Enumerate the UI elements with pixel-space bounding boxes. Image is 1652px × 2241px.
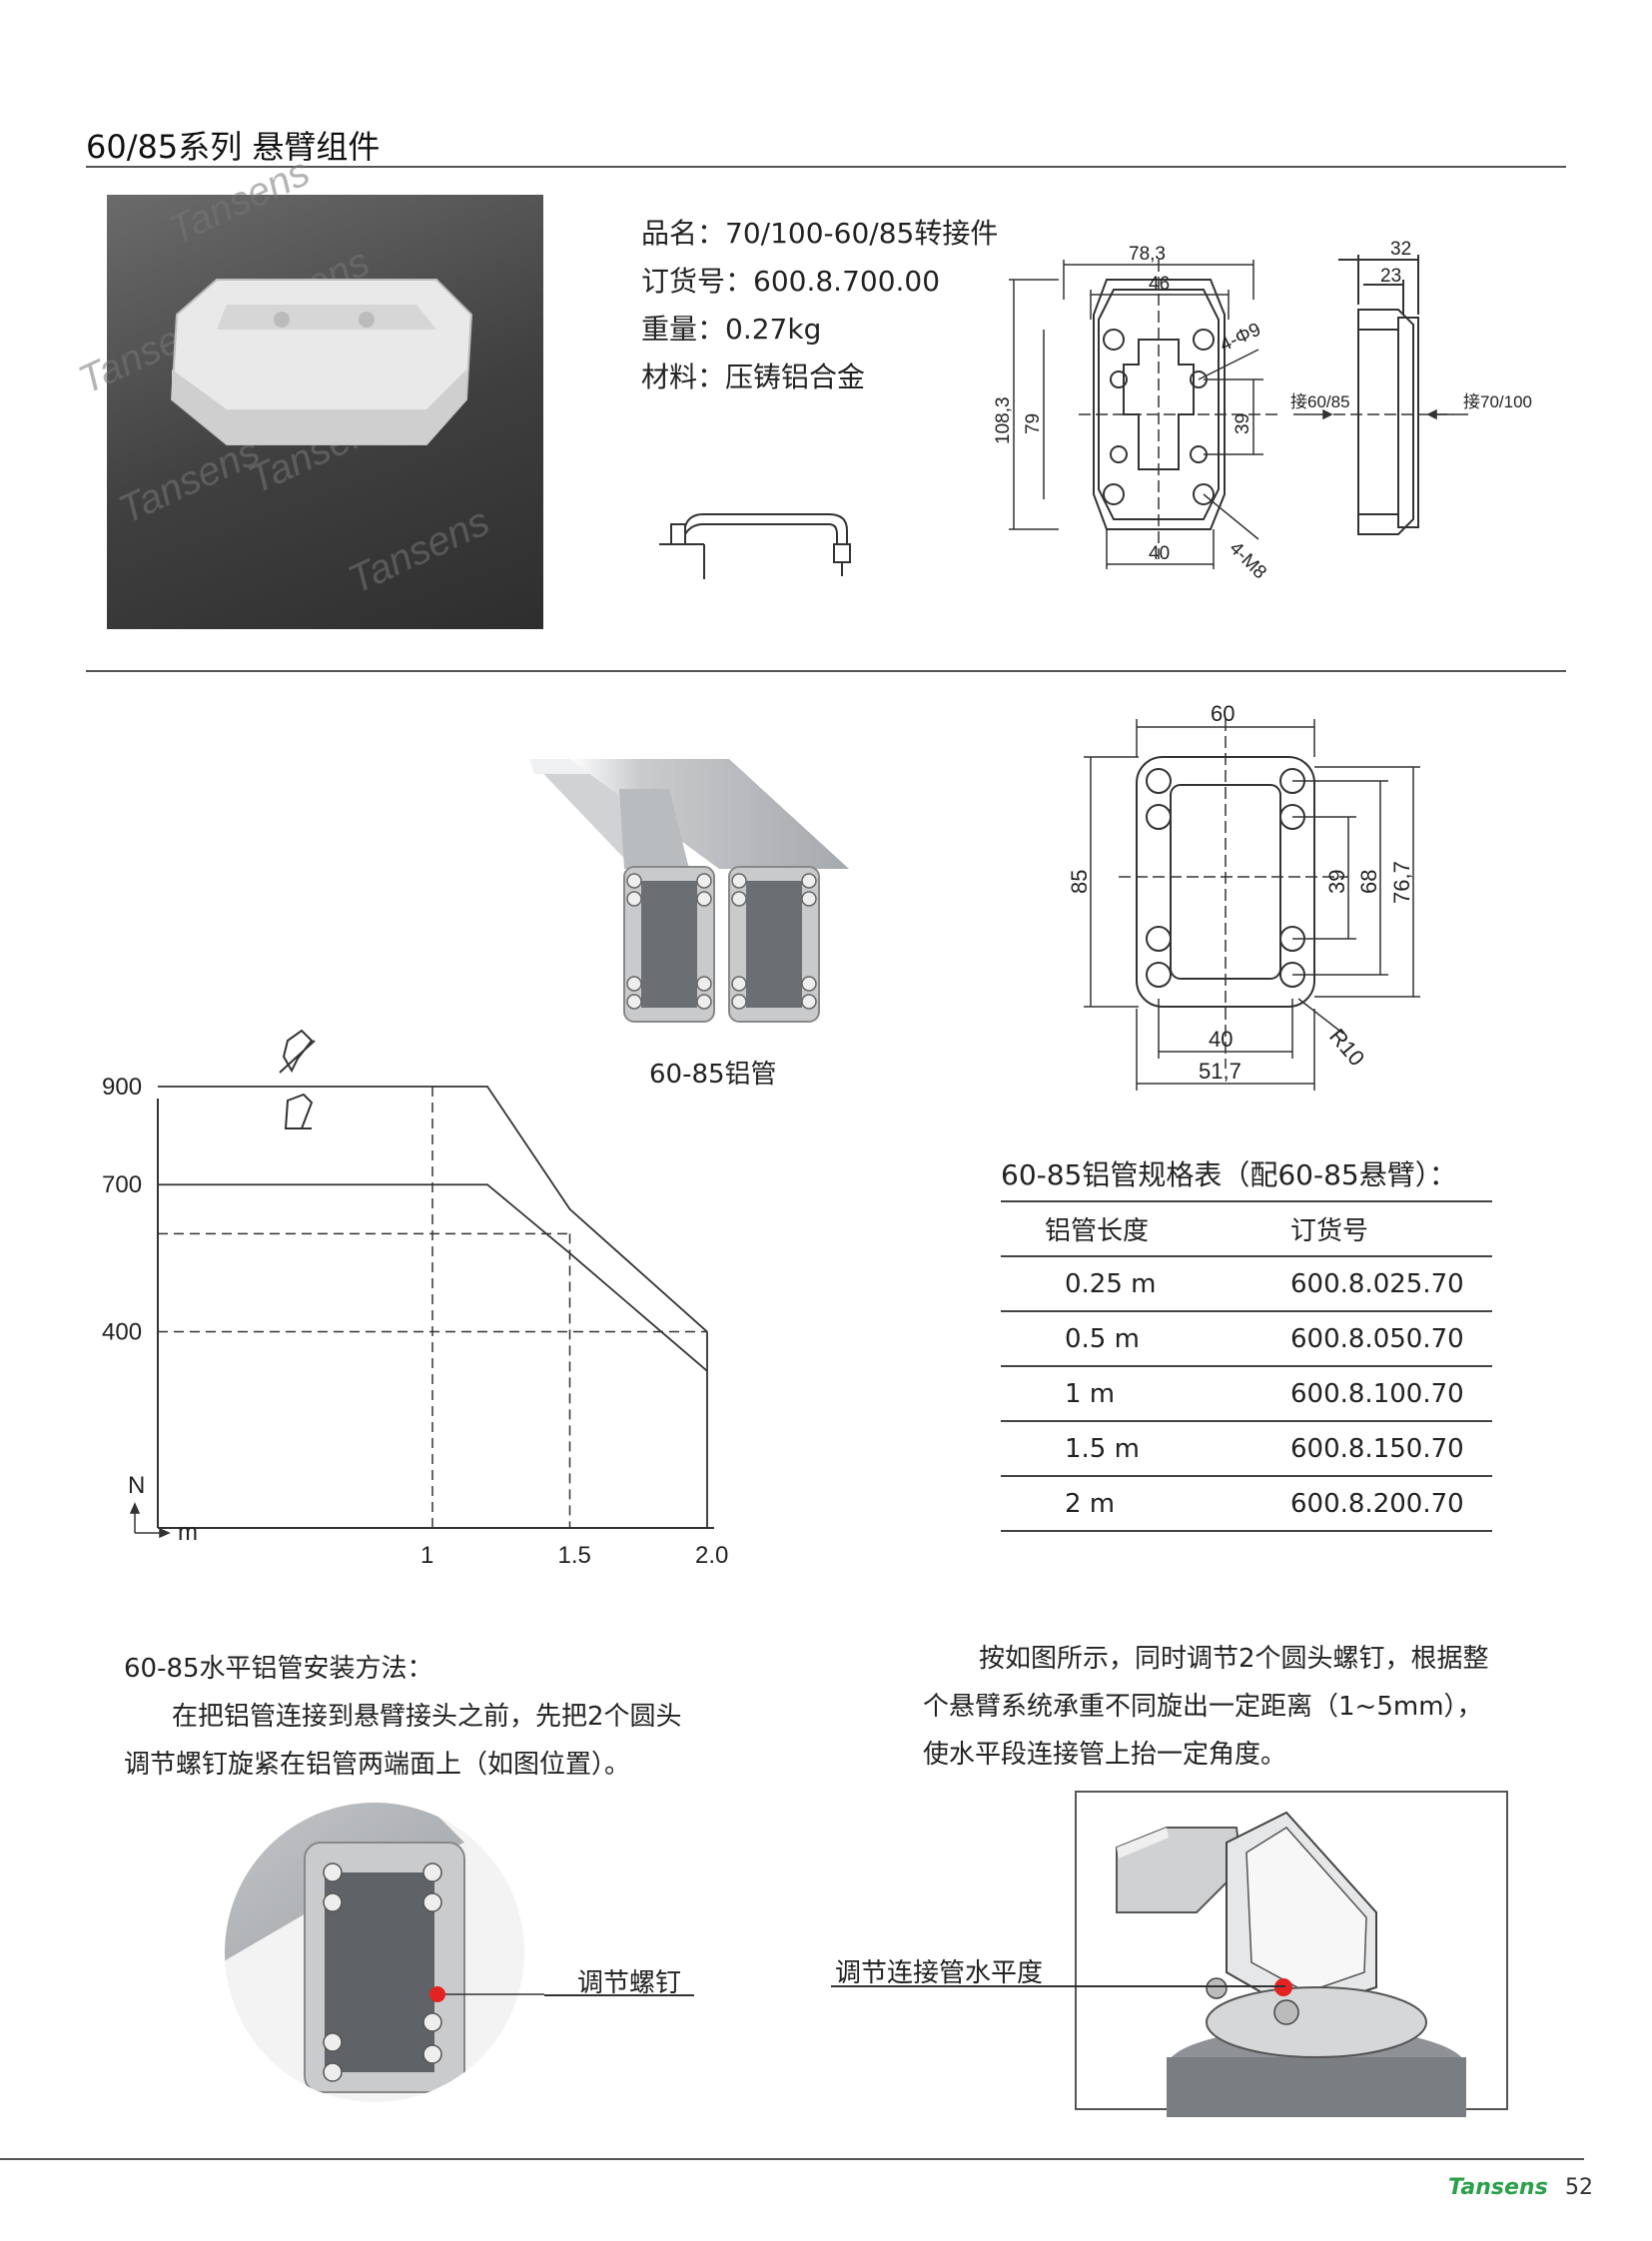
tube-illustration bbox=[529, 759, 849, 1023]
cell-length: 1.5 m bbox=[1001, 1421, 1246, 1477]
cell-order-no: 600.8.200.70 bbox=[1246, 1476, 1492, 1532]
cell-length: 0.25 m bbox=[1001, 1256, 1246, 1312]
dim-51-7: 51,7 bbox=[1199, 1059, 1241, 1084]
screw-marker bbox=[429, 1986, 445, 2002]
joint-photo bbox=[1075, 1791, 1508, 2117]
callout-screw-rule bbox=[544, 1994, 694, 1996]
dim-32: 32 bbox=[1390, 239, 1411, 260]
y-tick-label: 900 bbox=[102, 1074, 142, 1101]
spec-table-top-rule bbox=[1001, 1200, 1492, 1202]
page-title: 60/85系列 悬臂组件 bbox=[86, 128, 381, 166]
cell-order-no: 600.8.050.70 bbox=[1246, 1311, 1492, 1367]
adapter-photo-svg: Tansens Tansens Tansens Tansens Tansens … bbox=[72, 150, 495, 602]
install-para2-line3: 使水平段连接管上抬一定角度。 bbox=[923, 1740, 1287, 1770]
install-para1-line1: 在把铝管连接到悬臂接头之前，先把2个圆头 bbox=[172, 1702, 682, 1732]
spec-material-label: 材料： bbox=[641, 361, 726, 393]
dim-39-b: 39 bbox=[1324, 870, 1349, 894]
header-length: 铝管长度 bbox=[1001, 1202, 1246, 1257]
callout-level-rule bbox=[831, 1985, 1285, 1987]
dim-40-b: 40 bbox=[1209, 1027, 1233, 1052]
x-axis-label: m bbox=[178, 1519, 198, 1546]
footer-divider bbox=[0, 2158, 1584, 2160]
spec-weight-label: 重量： bbox=[641, 313, 726, 346]
cell-length: 0.5 m bbox=[1001, 1311, 1246, 1367]
dim-79: 79 bbox=[1023, 413, 1044, 434]
dim-76-7: 76,7 bbox=[1389, 861, 1414, 904]
dim-r10: R10 bbox=[1324, 1024, 1369, 1071]
install-para1-line2: 调节螺钉旋紧在铝管两端面上（如图位置）。 bbox=[124, 1750, 631, 1780]
series-line-0 bbox=[158, 1086, 708, 1333]
callout-adjust-screw: 调节螺钉 bbox=[577, 1968, 682, 1998]
spec-name-label: 品名： bbox=[641, 217, 726, 250]
spec-order-label: 订货号： bbox=[641, 265, 754, 298]
watermark-6: Tansens bbox=[342, 499, 495, 602]
series-line-1 bbox=[158, 1183, 708, 1372]
cell-order-no: 600.8.100.70 bbox=[1246, 1366, 1492, 1422]
adapter-drawing: 78,3 46 4-Φ9 108,3 79 39 40 4-M8 32 23 接… bbox=[993, 239, 1532, 583]
spec-order: 订货号：600.8.700.00 bbox=[641, 258, 940, 306]
callout-level-adjust: 调节连接管水平度 bbox=[835, 1958, 1044, 1988]
dim-85: 85 bbox=[1067, 870, 1092, 894]
spec-material-value: 压铸铝合金 bbox=[725, 361, 866, 393]
dim-60: 60 bbox=[1211, 701, 1235, 726]
spec-name-value: 70/100-60/85转接件 bbox=[725, 217, 999, 250]
x-tick-label: 1.5 bbox=[558, 1542, 591, 1569]
spec-name: 品名：70/100-60/85转接件 bbox=[641, 210, 998, 258]
install-para2-line2: 个悬臂系统承重不同旋出一定距离（1~5mm）， bbox=[923, 1692, 1483, 1722]
arm-straight-icon bbox=[284, 1093, 314, 1129]
tube-section-drawing: 60 85 39 68 76,7 R10 40 51,7 bbox=[1067, 701, 1420, 1091]
page-number: 52 bbox=[1565, 2175, 1593, 2200]
screw-closeup bbox=[225, 1803, 544, 2102]
install-para2-line1: 按如图所示，同时调节2个圆头螺钉，根据整 bbox=[979, 1644, 1489, 1674]
spec-table-header-row: 铝管长度 订货号 bbox=[1001, 1202, 1492, 1257]
header-order-no: 订货号 bbox=[1246, 1202, 1492, 1257]
y-tick-label: 700 bbox=[102, 1171, 142, 1198]
arm-angle-icon bbox=[282, 1029, 314, 1074]
footer-brand: Tansens bbox=[1448, 2175, 1548, 2200]
spec-material: 材料：压铸铝合金 bbox=[641, 354, 865, 401]
tube-caption: 60-85铝管 bbox=[649, 1060, 777, 1090]
label-to-70-100: 接70/100 bbox=[1463, 392, 1532, 411]
y-tick-label: 400 bbox=[102, 1319, 142, 1346]
x-tick-label: 2.0 bbox=[695, 1542, 728, 1569]
cell-length: 2 m bbox=[1001, 1476, 1246, 1532]
dim-78-3: 78,3 bbox=[1129, 244, 1166, 265]
dim-108-3: 108,3 bbox=[993, 396, 1014, 444]
header-divider bbox=[86, 166, 1566, 168]
adapter-photo: Tansens Tansens Tansens Tansens Tansens … bbox=[72, 150, 543, 629]
load-chart: 1 1.5 2.0 900 700 400 N m bbox=[102, 1029, 728, 1569]
arm-icon bbox=[659, 513, 851, 579]
spec-weight-value: 0.27kg bbox=[725, 313, 822, 346]
cell-length: 1 m bbox=[1001, 1366, 1246, 1422]
x-tick-label: 1 bbox=[420, 1542, 433, 1569]
install-title: 60-85水平铝管安装方法： bbox=[124, 1654, 433, 1684]
dim-46: 46 bbox=[1149, 274, 1170, 295]
spec-table-title: 60-85铝管规格表（配60-85悬臂）： bbox=[1001, 1158, 1457, 1191]
level-marker bbox=[1274, 1978, 1292, 1996]
joint-svg bbox=[1116, 1811, 1466, 2117]
spec-weight: 重量：0.27kg bbox=[641, 306, 821, 354]
cell-order-no: 600.8.150.70 bbox=[1246, 1421, 1492, 1477]
label-to-60-85: 接60/85 bbox=[1290, 392, 1350, 411]
spec-order-value: 600.8.700.00 bbox=[753, 265, 941, 298]
dim-68: 68 bbox=[1356, 870, 1381, 894]
dim-4-m8: 4-M8 bbox=[1225, 538, 1269, 583]
y-axis-label: N bbox=[128, 1472, 145, 1499]
cell-order-no: 600.8.025.70 bbox=[1246, 1256, 1492, 1312]
section-divider bbox=[86, 670, 1566, 672]
dim-39: 39 bbox=[1233, 413, 1253, 434]
dim-40: 40 bbox=[1149, 543, 1170, 564]
dim-23: 23 bbox=[1380, 266, 1401, 287]
